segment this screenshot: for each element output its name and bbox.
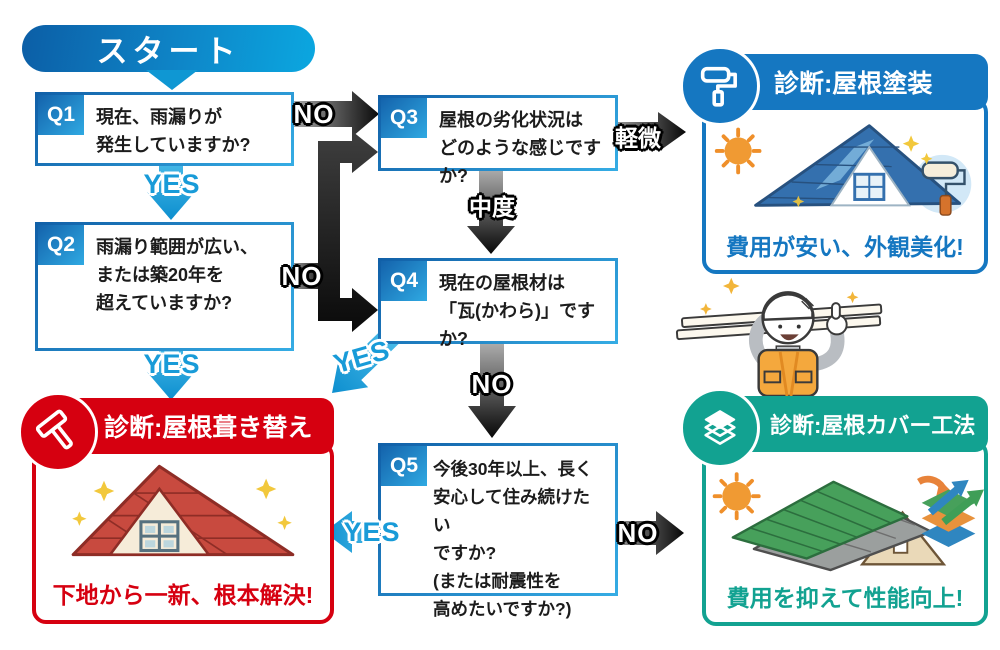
sparkle-icon [792, 135, 933, 208]
arrow-q4-no [468, 338, 516, 438]
arrow-q5-no [612, 511, 684, 555]
question-box-q1: Q1 現在、雨漏りが 発生していますか? [35, 92, 294, 166]
question-text-q5: 今後30年以上、長く 安心して住み続けたい ですか? (または耐震性を 高めたい… [433, 459, 593, 619]
arrow-q1-yes [147, 160, 195, 220]
label-q3-moderate: 中度 [469, 194, 515, 220]
arrow-q2-yes [147, 345, 195, 400]
label-q5-no: NO [617, 518, 659, 548]
label-q5-yes: YES [343, 517, 401, 547]
result-card-rebuild: 下地から一新、根本解決! 診断:屋根葺き替え [18, 392, 334, 626]
start-banner: スタート [22, 25, 315, 72]
label-q2-yes: YES [143, 349, 201, 379]
sun-icon [714, 127, 762, 175]
label-q3-minor: 軽微 [615, 125, 661, 151]
question-tag-q3: Q3 [381, 98, 427, 138]
question-text-q1: 現在、雨漏りが 発生していますか? [96, 107, 251, 155]
question-box-q3: Q3 屋根の劣化状況は どのような感じですか? [378, 95, 618, 186]
question-text-q4: 現在の屋根材は 「瓦(かわら)」ですか? [439, 273, 595, 349]
roof-cover-illustration [706, 452, 984, 574]
result-rebuild-body: 下地から一新、根本解決! [32, 442, 334, 624]
label-q4-no: NO [471, 369, 513, 399]
paint-roller-icon [680, 46, 760, 126]
result-cover-body: 費用を抑えて性能向上! [702, 440, 988, 626]
result-rebuild-caption: 下地から一新、根本解決! [52, 582, 314, 608]
sparkle-icon [72, 478, 292, 530]
sparkle-icon [700, 277, 859, 315]
roof-paint-illustration [706, 110, 984, 222]
question-box-q4: Q4 現在の屋根材は 「瓦(かわら)」ですか? [378, 258, 618, 349]
result-card-paint: 費用が安い、外観美化! 診断:屋根塗装 [680, 46, 988, 274]
question-text-q3: 屋根の劣化状況は どのような感じですか? [439, 110, 601, 186]
roof-rebuild-illustration [36, 452, 330, 570]
arrow-q5-yes [324, 511, 379, 553]
label-q1-yes: YES [143, 169, 201, 199]
question-tag-q5: Q5 [381, 446, 427, 486]
label-q1-no: NO [293, 99, 335, 129]
arrow-q3-moderate [467, 165, 515, 254]
label-q2-no: NO [281, 261, 323, 291]
result-card-cover: 費用を抑えて性能向上! 診断:屋根カバー工法 [680, 388, 988, 626]
question-text-q2: 雨漏り範囲が広い、 または築20年を 超えていますか? [96, 237, 258, 313]
question-box-q2: Q2 雨漏り範囲が広い、 または築20年を 超えていますか? [35, 222, 294, 351]
result-paint-caption: 費用が安い、外観美化! [726, 234, 964, 260]
arrow-q3-minor [612, 112, 686, 152]
worker-illustration [668, 264, 908, 401]
result-cover-title: 診断:屋根カバー工法 [702, 396, 988, 452]
question-tag-q2: Q2 [38, 225, 84, 265]
question-box-q5: Q5 今後30年以上、長く 安心して住み続けたい ですか? (または耐震性を 高… [378, 443, 618, 619]
layers-icon [680, 388, 760, 468]
arrow-q1-no [288, 91, 379, 137]
arrow-q4-yes [332, 328, 399, 393]
start-pointer [146, 70, 198, 90]
result-paint-body: 費用が安い、外観美化! [702, 98, 988, 274]
hammer-icon [18, 392, 98, 472]
question-tag-q1: Q1 [38, 95, 84, 135]
sun-icon [712, 472, 761, 521]
arrow-bus-q3-q4 [318, 131, 378, 332]
result-cover-caption: 費用を抑えて性能向上! [726, 585, 964, 611]
question-tag-q4: Q4 [381, 261, 427, 301]
